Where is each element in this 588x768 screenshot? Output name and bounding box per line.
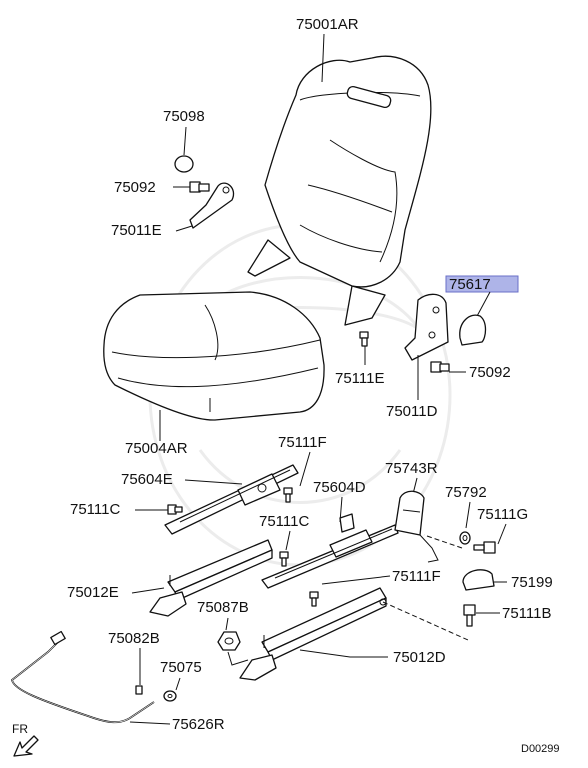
label-cover-highlight bbox=[445, 275, 519, 293]
leader-ring bbox=[175, 677, 181, 691]
ring-hole bbox=[167, 693, 173, 699]
bracket-left-hole bbox=[222, 186, 230, 194]
seat-cushion-part[interactable] bbox=[103, 291, 325, 421]
adjuster-e-part[interactable] bbox=[164, 464, 299, 535]
screw-g-part[interactable] bbox=[473, 541, 496, 554]
label-bracket-right: 75011D bbox=[386, 403, 438, 420]
leader-screw-c-mid bbox=[285, 530, 291, 551]
label-adjuster-d: 75604D bbox=[313, 479, 366, 496]
label-rail-left: 75012E bbox=[67, 584, 119, 601]
bolt-right-part[interactable] bbox=[430, 361, 450, 373]
cable-part[interactable] bbox=[11, 630, 155, 724]
screw-c-mid-part[interactable] bbox=[279, 551, 289, 567]
label-screw-e: 75111E bbox=[335, 370, 385, 387]
label-screw-c-mid: 75111C bbox=[259, 513, 309, 530]
label-cover: 75617 bbox=[449, 276, 491, 293]
label-ring: 75075 bbox=[160, 659, 202, 676]
bracket-right-hole-lower bbox=[428, 331, 436, 339]
bolt-left-part[interactable] bbox=[189, 181, 210, 193]
screw-f-upper-part[interactable] bbox=[283, 487, 293, 503]
washer-part[interactable] bbox=[459, 531, 471, 545]
label-plug: 75098 bbox=[163, 108, 205, 125]
dashed-washer bbox=[423, 534, 463, 549]
cover-right-part[interactable] bbox=[459, 314, 487, 346]
label-adjuster-e: 75604E bbox=[121, 471, 173, 488]
leader-bracket-left bbox=[175, 225, 193, 232]
label-rail-right: 75012D bbox=[393, 649, 446, 666]
leader-plug bbox=[183, 126, 187, 156]
bracket-right-part[interactable] bbox=[404, 293, 449, 361]
leader-nut-rail bbox=[227, 651, 249, 666]
leader-screw-f-upper bbox=[299, 451, 311, 487]
label-cushion: 75004AR bbox=[125, 440, 188, 457]
screw-b-part[interactable] bbox=[463, 604, 476, 627]
label-cable: 75626R bbox=[172, 716, 225, 733]
seatbelt-buckle-part[interactable] bbox=[394, 490, 439, 563]
label-nut: 75087B bbox=[197, 599, 249, 616]
leader-screw-f-lower bbox=[321, 575, 391, 585]
label-seat-back: 75001AR bbox=[296, 16, 359, 33]
label-screw-c-left: 75111C bbox=[70, 501, 120, 518]
label-washer: 75792 bbox=[445, 484, 487, 501]
leader-adjuster-e bbox=[184, 479, 243, 485]
leader-screw-g bbox=[497, 523, 507, 545]
diagram-id: D00299 bbox=[521, 743, 560, 755]
label-cap: 75199 bbox=[511, 574, 553, 591]
direction-label: FR bbox=[12, 722, 28, 736]
ring-part[interactable] bbox=[163, 690, 177, 702]
cap-part[interactable] bbox=[462, 569, 495, 591]
plug-part[interactable] bbox=[174, 155, 194, 173]
seat-back-part[interactable] bbox=[247, 55, 432, 326]
washer-hole bbox=[462, 535, 468, 541]
bracket-right-hole-upper bbox=[432, 306, 440, 314]
adjuster-d-part[interactable] bbox=[261, 513, 399, 589]
label-screw-g: 75111G bbox=[477, 506, 528, 523]
leader-rail-left bbox=[131, 587, 165, 594]
rail-right-part[interactable] bbox=[239, 587, 387, 681]
leader-nut bbox=[225, 617, 229, 631]
label-screw-b: 75111B bbox=[502, 605, 552, 622]
dashed-rail-right bbox=[382, 601, 469, 641]
rail-left-part[interactable] bbox=[149, 539, 273, 617]
label-bracket-left: 75011E bbox=[111, 222, 162, 239]
screw-e-part[interactable] bbox=[359, 331, 369, 347]
leader-washer bbox=[465, 501, 471, 529]
pin-part[interactable] bbox=[135, 685, 143, 695]
leader-seat-back bbox=[321, 33, 325, 83]
label-seatbelt: 75743R bbox=[385, 460, 438, 477]
label-pin: 75082B bbox=[108, 630, 160, 647]
leader-cover bbox=[475, 291, 491, 319]
label-screw-f-lower: 75111F bbox=[392, 568, 441, 585]
nut-part[interactable] bbox=[217, 631, 241, 651]
leader-cable bbox=[129, 721, 171, 725]
label-bolt-right: 75092 bbox=[469, 364, 511, 381]
front-arrow-icon bbox=[13, 735, 39, 757]
leader-rail-right bbox=[299, 649, 388, 658]
label-screw-f-upper: 75111F bbox=[278, 434, 327, 451]
label-bolt-left: 75092 bbox=[114, 179, 156, 196]
screw-f-lower-part[interactable] bbox=[309, 591, 319, 607]
screw-c-left-part[interactable] bbox=[167, 504, 183, 515]
bracket-left-part[interactable] bbox=[189, 182, 235, 229]
